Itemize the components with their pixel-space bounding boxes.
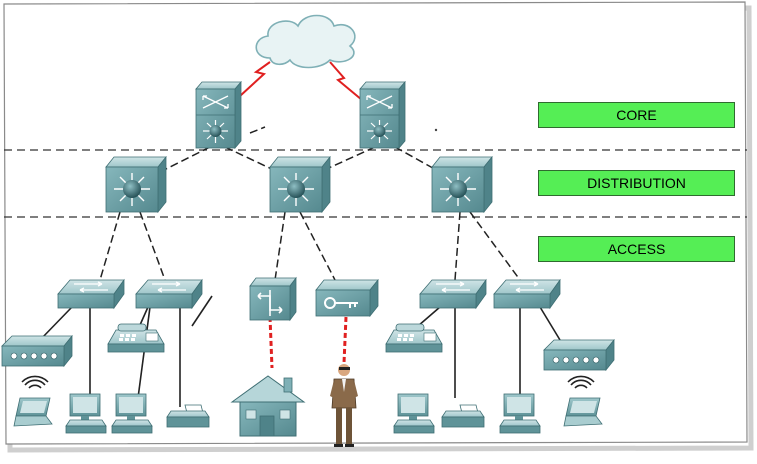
core-switch-icon: [359, 81, 406, 149]
desktop-computer-icon: [65, 393, 107, 434]
wireless-access-point-icon: [1, 335, 73, 367]
router-icon: [249, 276, 297, 322]
wan-link-right: [329, 61, 363, 101]
stray-dot: [434, 128, 438, 132]
core-layer-label: CORE: [538, 102, 735, 128]
laptop-icon: [13, 397, 53, 427]
access-switch-icon: [493, 279, 561, 309]
distribution-layer-label: DISTRIBUTION: [538, 170, 735, 196]
access-links: [39, 295, 561, 407]
desktop-computer-icon: [111, 393, 153, 434]
access-switch-icon: [57, 279, 125, 309]
access-layer-label: ACCESS: [538, 236, 735, 262]
house-icon: [230, 375, 306, 437]
firewall-icon: [315, 278, 379, 318]
red-dashed-links: [268, 316, 348, 369]
wan-link-left: [239, 61, 271, 97]
distribution-switch-icon: [269, 156, 331, 213]
distribution-switch-icon: [105, 156, 167, 213]
wireless-access-point-icon: [543, 339, 615, 371]
desktop-computer-icon: [499, 393, 541, 434]
desktop-computer-icon: [393, 393, 435, 434]
core-switch-icon: [195, 81, 242, 149]
user-icon: [330, 364, 358, 447]
cloud-icon: [255, 14, 356, 69]
distribution-switch-icon: [431, 156, 493, 213]
laptop-icon: [563, 397, 603, 427]
access-switch-icon: [419, 279, 487, 309]
access-switch-icon: [135, 279, 203, 309]
